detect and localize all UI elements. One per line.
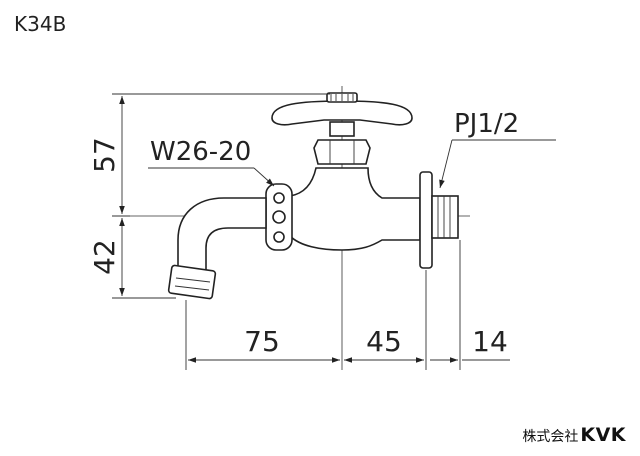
dim-57-value: 57 [88,137,121,173]
spout-tip [167,264,217,300]
spindle [329,121,355,137]
faucet-body [167,92,459,300]
wall-flange [419,171,433,269]
vertical-dimensions: 57 42 [88,93,330,299]
coupling-nut [265,183,293,251]
leader-pj-arrow [439,139,453,189]
model-number: K34B [14,12,67,36]
pipe-thread [431,195,459,239]
maker-logo: 株式会社 KVK [522,424,626,446]
pipe-thread-label: PJ1/2 [454,109,519,139]
gland-nut [313,139,371,165]
dim-45-value: 45 [366,325,402,358]
horizontal-dimensions: 75 45 14 [185,240,510,370]
dim-42-value: 42 [88,239,121,275]
brand-name: KVK [580,424,626,446]
leader-labels: W26-20 PJ1/2 [148,109,556,189]
valve-body [289,167,421,251]
company-prefix: 株式会社 [522,429,579,445]
dim-14-value: 14 [472,325,508,358]
dim-75-value: 75 [244,325,280,358]
handle-wheel [271,100,413,126]
leader-w26-arrow [253,167,275,187]
curved-spout [177,197,267,271]
connection-thread-label: W26-20 [150,137,251,167]
